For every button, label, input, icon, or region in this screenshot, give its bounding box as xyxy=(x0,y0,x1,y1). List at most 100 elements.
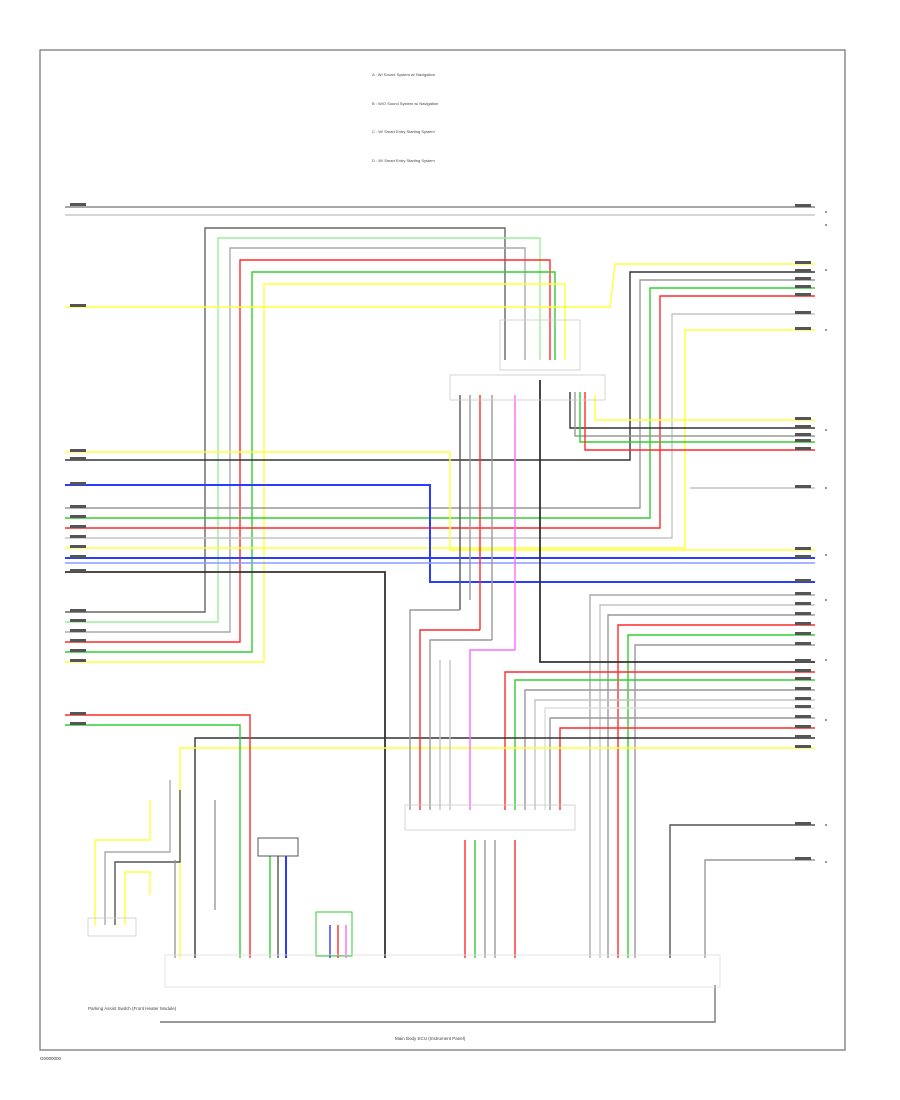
wire-lr-gray1 xyxy=(589,594,815,958)
left-pin-label xyxy=(70,525,86,528)
wire-loop-red xyxy=(65,259,551,643)
wire-lr-red3 xyxy=(559,727,815,810)
note-4: D : W/ Smart Entry Starting System xyxy=(372,158,435,163)
pin-dot xyxy=(825,554,827,556)
wire-lr-yellow xyxy=(179,747,815,958)
right-pin-label xyxy=(795,327,811,330)
wire-lr-black xyxy=(539,380,815,663)
wire-lr-red xyxy=(617,624,815,958)
wire-loop-yellow xyxy=(65,283,566,663)
left-pin-label xyxy=(70,639,86,642)
left-pin-label xyxy=(70,712,86,715)
left-pin-label xyxy=(70,482,86,485)
right-pin-label xyxy=(795,277,811,280)
wire-lr-black2 xyxy=(194,737,815,958)
right-pin-label xyxy=(795,592,811,595)
left-pin-label xyxy=(70,535,86,538)
left-pin-label xyxy=(70,619,86,622)
wire-sm2-box xyxy=(315,911,353,957)
wire-loop-gray xyxy=(65,247,526,633)
right-pin-label xyxy=(795,204,811,207)
wire-lr-lgray xyxy=(599,604,815,958)
wire-c-to-bottom-1 xyxy=(409,609,460,810)
right-pin-label xyxy=(795,439,811,442)
right-pin-label xyxy=(795,417,811,420)
left-pin-label xyxy=(70,505,86,508)
pin-dot xyxy=(825,719,827,721)
connector-bottom-row xyxy=(164,954,721,988)
note-2: B : W/O Sound System w/ Navigation xyxy=(372,101,438,106)
right-pin-label xyxy=(795,555,811,558)
bottom-connector-caption: Main Body ECU (Instrument Panel) xyxy=(395,1036,466,1041)
right-pin-label xyxy=(795,612,811,615)
right-pin-label xyxy=(795,669,811,672)
pin-dot xyxy=(825,429,827,431)
right-pin-label xyxy=(795,447,811,450)
wire-yellow-452 xyxy=(65,451,815,551)
wire-rt-yellow xyxy=(65,329,815,549)
note-3: C : W/ Smart Entry Starting System xyxy=(372,129,435,134)
right-pin-label xyxy=(795,687,811,690)
connector-top-center xyxy=(499,319,581,371)
wire-lr-gray5 xyxy=(549,717,815,810)
right-pin-label xyxy=(795,822,811,825)
wire-left-red-low xyxy=(65,714,251,958)
wire-lm-black xyxy=(114,790,181,925)
wire-br-black xyxy=(669,824,815,958)
right-pin-label xyxy=(795,659,811,662)
wire-black-572 xyxy=(65,571,386,958)
wire-rt-red xyxy=(65,295,815,529)
pin-dot xyxy=(825,211,827,213)
wire-lr-lgray3 xyxy=(544,707,815,810)
right-pin-numbers xyxy=(825,211,827,863)
wire-loop-lightgreen xyxy=(65,237,541,623)
pin-dot xyxy=(825,861,827,863)
right-pin-label xyxy=(795,697,811,700)
wire-rt-gray xyxy=(65,279,815,509)
right-pin-label xyxy=(795,677,811,680)
pin-dot xyxy=(825,599,827,601)
right-pin-label xyxy=(795,632,811,635)
pin-dot xyxy=(825,224,827,226)
wires xyxy=(65,206,815,1023)
wire-mr-black xyxy=(569,392,815,429)
right-pin-label xyxy=(795,602,811,605)
right-pin-label xyxy=(795,293,811,296)
right-pin-label xyxy=(795,857,811,860)
wire-c-to-bottom-4 xyxy=(469,649,515,810)
left-pin-labels xyxy=(70,203,86,725)
right-pin-label xyxy=(795,735,811,738)
right-pin-label xyxy=(795,485,811,488)
wire-lm-gray xyxy=(104,780,171,925)
left-pin-label xyxy=(70,555,86,558)
right-pin-label xyxy=(795,642,811,645)
pin-dot xyxy=(825,329,827,331)
left-pin-label xyxy=(70,569,86,572)
wire-loop-green xyxy=(65,271,556,653)
right-pin-label xyxy=(795,425,811,428)
wire-br-gray xyxy=(704,859,815,958)
right-pin-label xyxy=(795,705,811,708)
wire-c-to-bottom-2 xyxy=(419,629,480,810)
right-pin-label xyxy=(795,261,811,264)
note-1: A : W/ Sound System w/ Navigation xyxy=(372,72,435,77)
footer-code: G0000000 xyxy=(40,1056,62,1061)
right-pin-label xyxy=(795,285,811,288)
wire-blue-1 xyxy=(65,484,815,583)
wire-mr-gray xyxy=(574,392,815,437)
wire-lr-green2 xyxy=(514,679,815,810)
wire-mr-yellow xyxy=(594,395,815,421)
wire-rt-lgray xyxy=(65,313,815,539)
pin-dot xyxy=(825,659,827,661)
wire-rt-black xyxy=(65,271,815,461)
wire-mr-red xyxy=(584,392,815,451)
left-pin-label xyxy=(70,609,86,612)
right-pin-label xyxy=(795,622,811,625)
wire-lr-gray3 xyxy=(634,644,815,958)
left-pin-label xyxy=(70,545,86,548)
right-pin-label xyxy=(795,715,811,718)
wire-mr-green xyxy=(579,392,815,443)
right-pin-label xyxy=(795,269,811,272)
right-pin-label xyxy=(795,547,811,550)
